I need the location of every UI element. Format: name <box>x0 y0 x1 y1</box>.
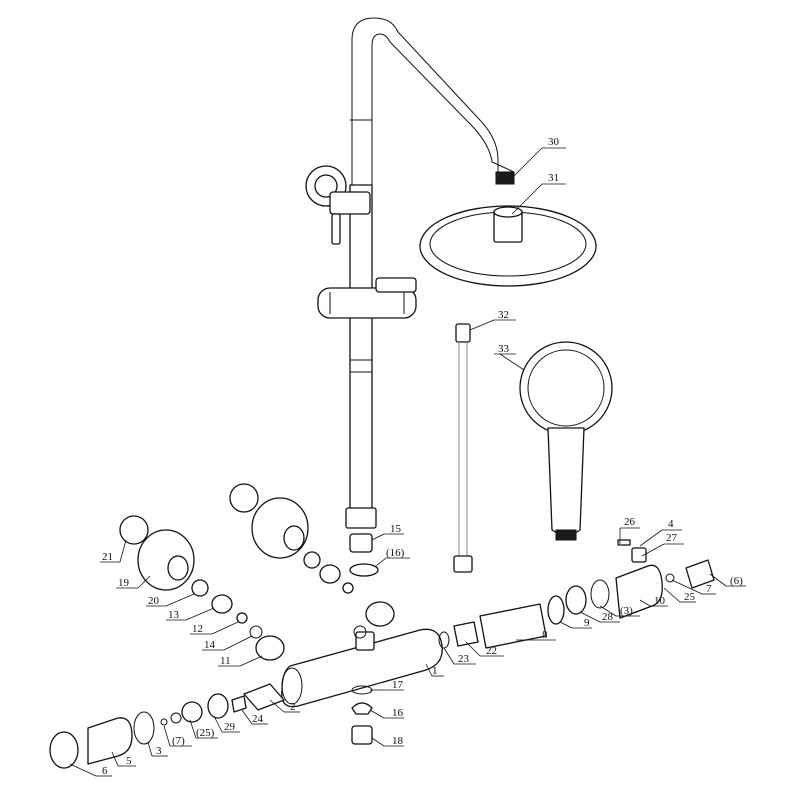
callout-19: 19 <box>118 577 130 589</box>
handle-parts <box>49 683 285 769</box>
overhead-shower-arm <box>351 17 515 188</box>
callout-6: 6 <box>102 765 108 777</box>
callout-28: 28 <box>602 611 614 623</box>
callout-10: 10 <box>654 595 666 607</box>
callout-32: 32 <box>498 309 509 321</box>
callout-18: 18 <box>392 735 404 747</box>
callout-11: 11 <box>220 655 231 667</box>
riser-rail <box>345 119 377 529</box>
callout-29: 29 <box>224 721 236 733</box>
callout-22: 22 <box>486 645 497 657</box>
cartridge-assembly <box>438 539 715 649</box>
callout-2: 2 <box>290 701 296 713</box>
left-inlet-parts <box>119 515 285 661</box>
callout-26: 26 <box>624 516 636 528</box>
riser-diverter <box>305 165 371 245</box>
callout-17: 17 <box>392 679 404 691</box>
callout-21: 21 <box>102 551 113 563</box>
slide-holder <box>317 277 417 319</box>
callout-23: 23 <box>458 653 470 665</box>
callout-15: 15 <box>390 523 402 535</box>
callout-3-paren: (3) <box>620 605 633 617</box>
leader-lines <box>69 147 746 777</box>
callout-8: 8 <box>542 629 548 641</box>
callout-16-paren: (16) <box>386 547 405 559</box>
callout-labels: 30 31 32 33 26 4 27 (6) 7 25 10 (3) 28 9… <box>102 136 743 777</box>
callout-20: 20 <box>148 595 160 607</box>
outlet-parts <box>351 685 373 745</box>
callout-9: 9 <box>584 617 590 629</box>
callout-6-paren: (6) <box>730 575 743 587</box>
overhead-shower-head <box>419 205 597 287</box>
callout-27: 27 <box>666 532 678 544</box>
callout-33: 33 <box>498 343 510 355</box>
shower-hose <box>453 323 473 573</box>
callout-7-paren: (7) <box>172 735 185 747</box>
right-inlet-parts <box>229 483 395 639</box>
callout-25: 25 <box>684 591 696 603</box>
callout-3: 3 <box>156 745 162 757</box>
callout-5: 5 <box>126 755 132 767</box>
callout-16: 16 <box>392 707 404 719</box>
callout-25-paren: (25) <box>196 727 215 739</box>
callout-13: 13 <box>168 609 180 621</box>
callout-30: 30 <box>548 136 560 148</box>
callout-24: 24 <box>252 713 264 725</box>
callout-7: 7 <box>706 583 712 595</box>
hand-shower <box>519 341 613 541</box>
callout-1: 1 <box>432 665 438 677</box>
thermostatic-body <box>281 628 443 708</box>
callout-31: 31 <box>548 172 559 184</box>
callout-12: 12 <box>192 623 203 635</box>
callout-14: 14 <box>204 639 216 651</box>
callout-4: 4 <box>668 518 674 530</box>
